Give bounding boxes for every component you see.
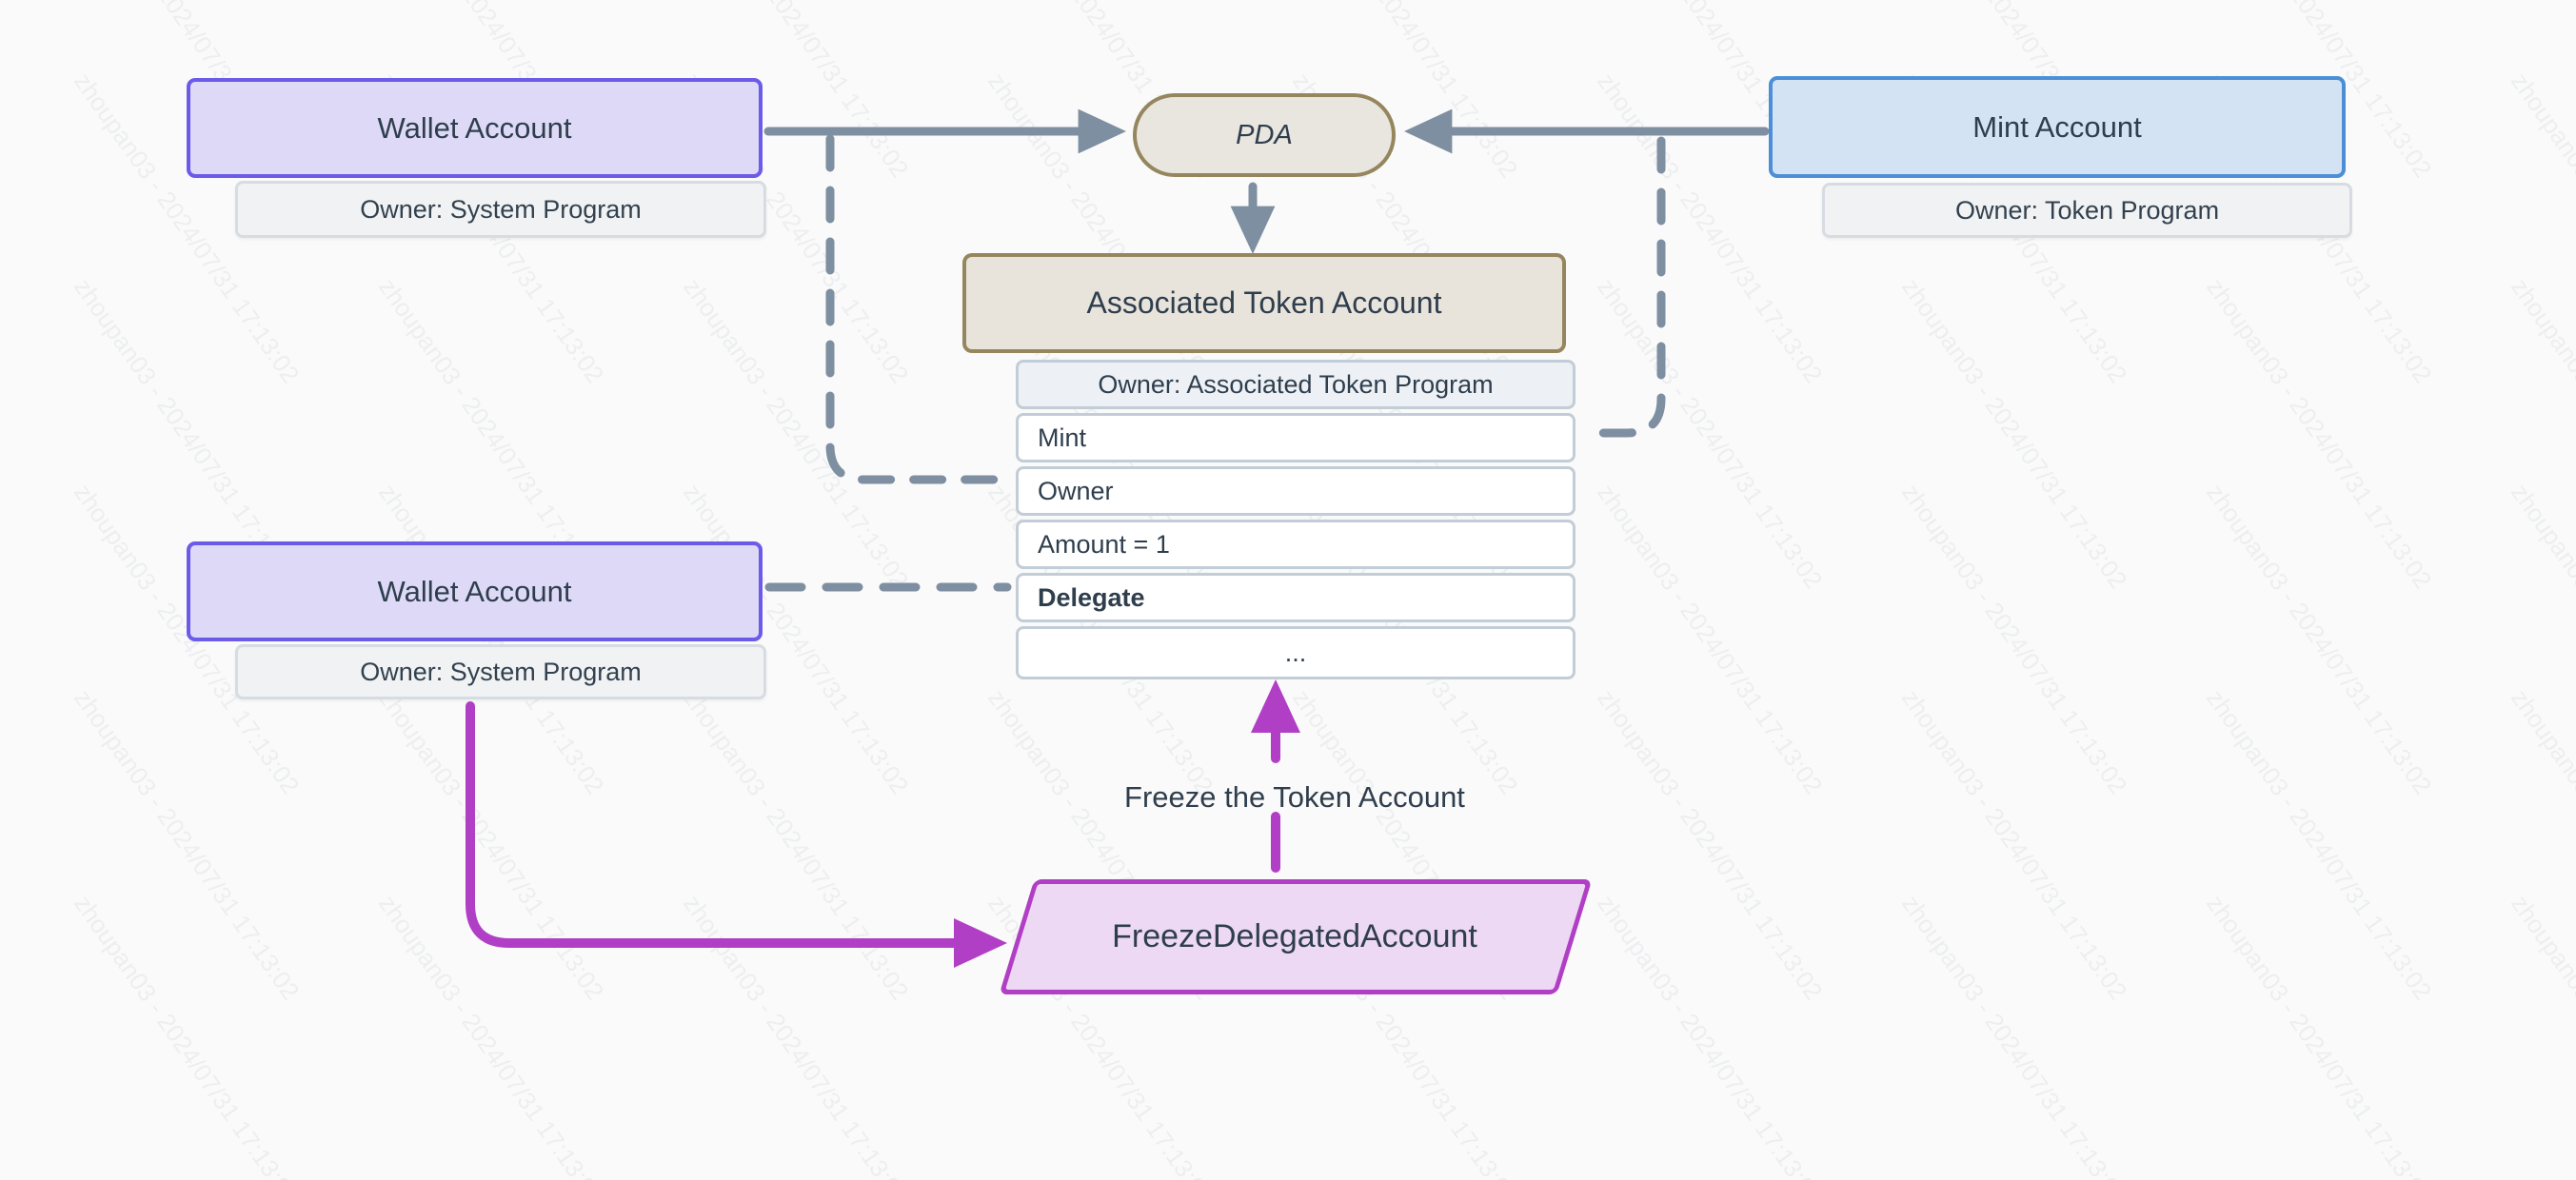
ata-row-owner: Owner	[1016, 466, 1575, 516]
ata-node: Associated Token Account	[962, 253, 1566, 353]
dashed-wallet-to-owner-row	[825, 134, 1012, 484]
wallet-top-owner-label: Owner: System Program	[360, 194, 642, 224]
ata-row-delegate-label: Delegate	[1038, 582, 1145, 612]
diagram-canvas: zhoupan03 - 2024/07/31 17:13:02zhoupan03…	[69, 0, 2576, 1180]
wallet-account-bottom-title: Wallet Account	[377, 574, 572, 608]
mint-account-node: Mint Account	[1769, 76, 2346, 178]
ata-row-mint-label: Mint	[1038, 423, 1087, 452]
ata-row-ellipsis-label: ...	[1284, 638, 1307, 667]
ata-row-owner-label: Owner	[1038, 476, 1114, 505]
ata-owner-row: Owner: Associated Token Program	[1016, 360, 1575, 409]
ata-title: Associated Token Account	[1086, 285, 1442, 320]
ata-row-delegate: Delegate	[1016, 573, 1575, 622]
ata-row-mint: Mint	[1016, 413, 1575, 462]
wallet-bottom-owner-badge: Owner: System Program	[235, 644, 766, 699]
instruction-label: FreezeDelegatedAccount	[1000, 879, 1590, 994]
pda-node: PDA	[1133, 93, 1396, 177]
freeze-label: Freeze the Token Account	[1057, 777, 1533, 818]
arrow-wallet-to-instruction	[466, 701, 1007, 969]
wallet-account-bottom-node: Wallet Account	[187, 541, 763, 641]
ata-owner-label: Owner: Associated Token Program	[1098, 369, 1494, 399]
mint-owner-badge: Owner: Token Program	[1822, 183, 2352, 238]
ata-row-amount: Amount = 1	[1016, 520, 1575, 569]
ata-row-amount-label: Amount = 1	[1038, 529, 1170, 559]
instruction-label-text: FreezeDelegatedAccount	[1112, 918, 1477, 954]
connector-layer	[466, 108, 1770, 969]
wallet-account-top-node: Wallet Account	[187, 78, 763, 178]
freeze-label-text: Freeze the Token Account	[1124, 780, 1465, 814]
wallet-top-owner-badge: Owner: System Program	[235, 181, 766, 238]
wallet-bottom-owner-label: Owner: System Program	[360, 657, 642, 686]
dashed-mint-to-mint-row	[1577, 136, 1666, 438]
pda-label: PDA	[1236, 119, 1293, 150]
ata-row-ellipsis: ...	[1016, 626, 1575, 679]
mint-owner-label: Owner: Token Program	[1954, 195, 2220, 225]
wallet-account-top-title: Wallet Account	[377, 110, 572, 145]
mint-account-title: Mint Account	[1972, 109, 2142, 144]
